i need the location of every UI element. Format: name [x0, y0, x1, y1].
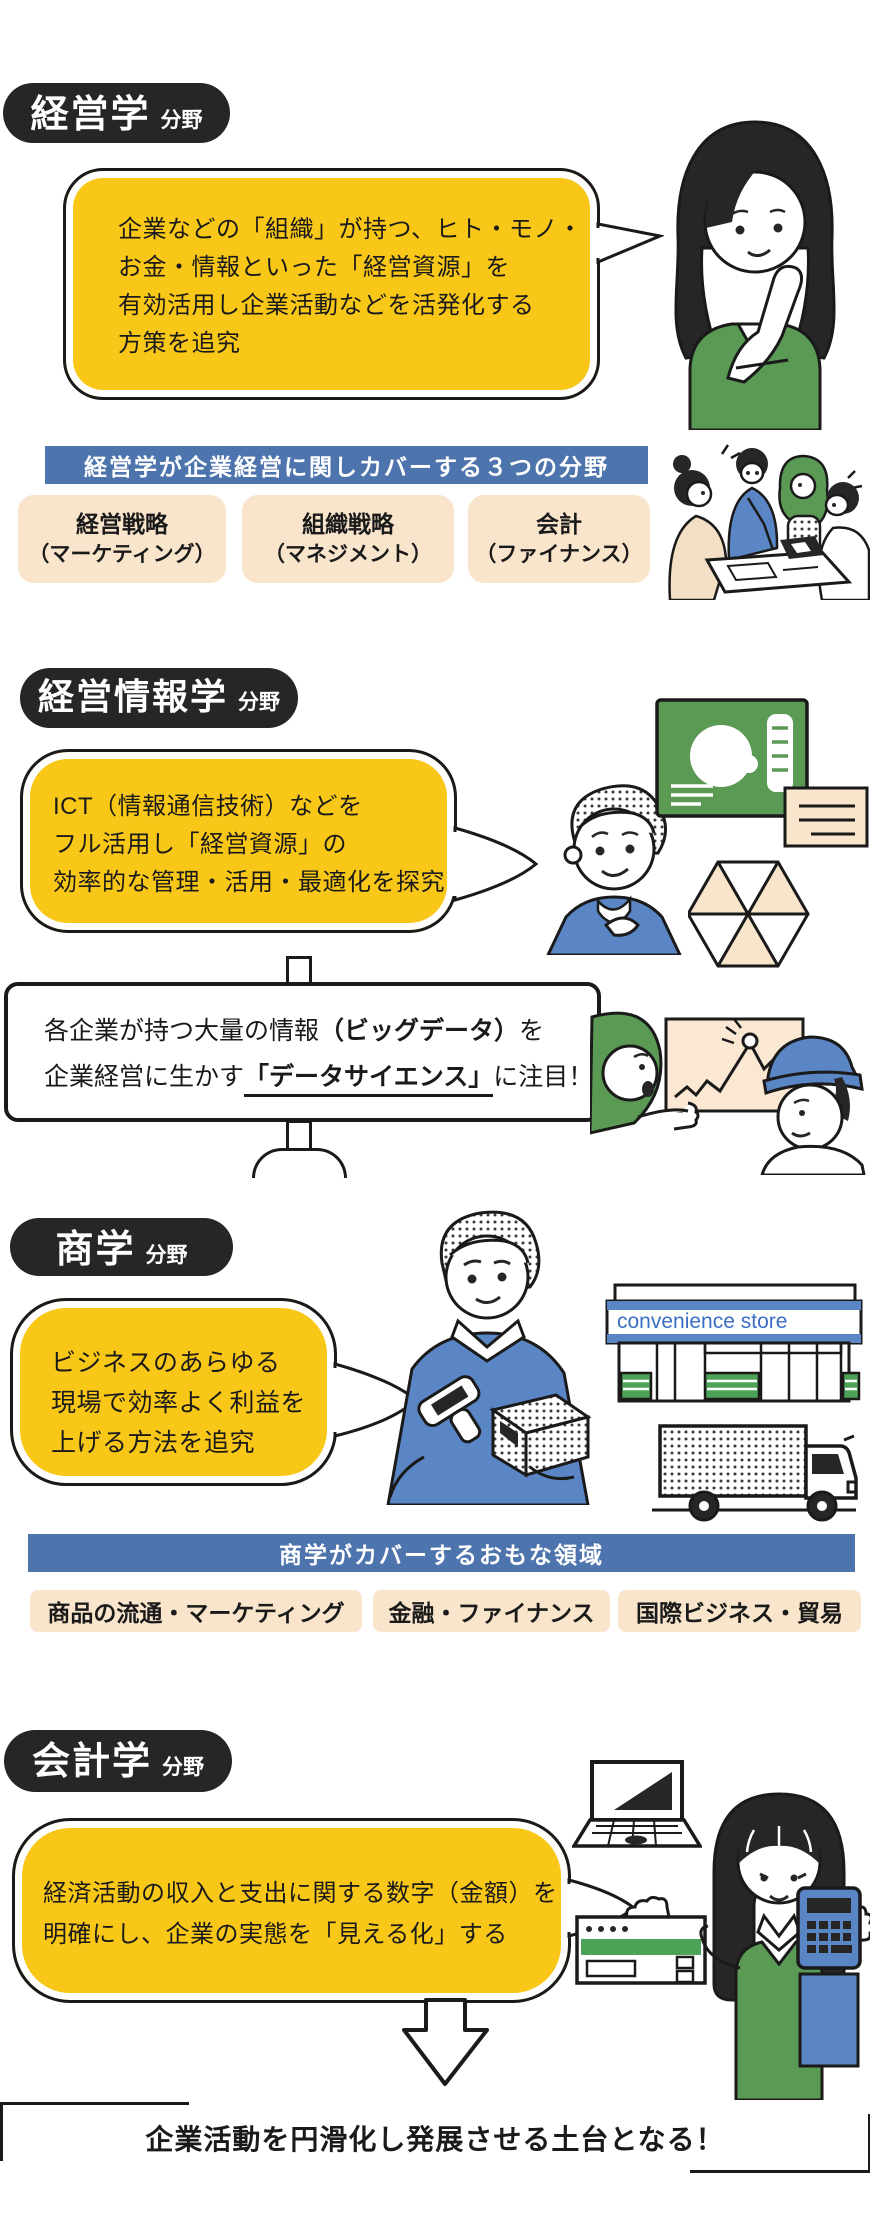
monitor-note: 各企業が持つ大量の情報（ビッグデータ）を 企業経営に生かす「データサイエンス」に…	[4, 982, 601, 1122]
bubble-line: ビジネスのあらゆる	[51, 1349, 281, 1377]
thinking-boy-icon	[546, 784, 682, 955]
laptop-icon	[572, 1760, 702, 1848]
down-arrow-icon	[402, 1998, 489, 2086]
bubble-line: 効率的な管理・活用・最適化を探究	[53, 869, 445, 896]
section-suffix: 分野	[145, 1244, 188, 1267]
convenience-store-icon: convenience store	[605, 1283, 863, 1403]
box-sub: （ファイナンス）	[475, 543, 643, 566]
bubble-line: フル活用し「経営資源」の	[53, 831, 347, 858]
bar-title: 経営学が企業経営に関しカバーする３つの分野	[84, 454, 609, 480]
field-box-strategy: 経営戦略 （マーケティング）	[18, 495, 226, 583]
box-title: 経営戦略	[76, 511, 168, 537]
section-title: 経営情報学	[37, 676, 228, 717]
speech-bubble-keieigaku: 企業などの「組織」が持つ、ヒト・モノ・ お金・情報といった「経営資源」を 有効活…	[63, 168, 600, 400]
accountant-woman-icon	[699, 1792, 870, 2100]
hexagon-chart-icon	[688, 860, 810, 968]
section-suffix: 分野	[160, 109, 203, 132]
coverage-bar-keieigaku: 経営学が企業経営に関しカバーする３つの分野	[45, 446, 648, 484]
barcode-scanner-man-icon	[386, 1210, 592, 1505]
coverage-bar-shogaku: 商学がカバーするおもな領域	[28, 1534, 855, 1572]
bubble-line: 企業などの「組織」が持つ、ヒト・モノ・	[118, 216, 583, 243]
bubble-line: 現場で効率よく利益を	[51, 1389, 307, 1417]
bubble-line: 上げる方法を追究	[51, 1429, 256, 1457]
section-header-shogaku: 商学 分野	[10, 1218, 233, 1276]
bubble-tail-icon	[450, 826, 539, 902]
section-suffix: 分野	[238, 691, 280, 714]
section-title: 商学	[55, 1229, 136, 1271]
box-sub: （マネジメント）	[264, 543, 432, 566]
monitor-stand-top	[286, 956, 312, 986]
monitor-base	[252, 1148, 347, 1178]
conclusion-text: 企業活動を円滑化し発展させる土台となる！	[145, 2124, 725, 2155]
section-title: 経営学	[30, 94, 151, 136]
field-box-accounting: 会計 （ファイナンス）	[468, 495, 650, 583]
delivery-truck-icon	[652, 1424, 858, 1522]
bubble-line: ICT（情報通信技術）などを	[53, 793, 363, 820]
section-header-joho: 経営情報学 分野	[20, 668, 298, 728]
speech-bubble-shogaku: ビジネスのあらゆる 現場で効率よく利益を 上げる方法を追究	[10, 1298, 337, 1486]
box-title: 会計	[536, 511, 582, 537]
field-box-organization: 組織戦略 （マネジメント）	[242, 495, 454, 583]
bubble-line: 方策を追究	[118, 330, 241, 357]
area-box-distribution: 商品の流通・マーケティング	[30, 1590, 362, 1632]
box-title: 国際ビジネス・貿易	[636, 1600, 843, 1626]
presentation-board-icon	[655, 698, 869, 848]
corner-bracket-bottom-right	[690, 2114, 870, 2173]
section-suffix: 分野	[162, 1756, 204, 1779]
bubble-line: お金・情報といった「経営資源」を	[118, 254, 510, 281]
bubble-tail-icon	[594, 222, 664, 265]
area-box-finance: 金融・ファイナンス	[373, 1590, 610, 1632]
bubble-line: 明確にし、企業の実態を「見える化」する	[43, 1921, 508, 1948]
note-card-icon	[783, 786, 869, 848]
store-sign-text: convenience store	[617, 1310, 787, 1333]
box-title: 商品の流通・マーケティング	[47, 1600, 345, 1626]
section-title: 会計学	[31, 1741, 152, 1783]
section-header-keieigaku: 経営学 分野	[3, 83, 230, 143]
box-title: 金融・ファイナンス	[388, 1600, 595, 1626]
area-box-trade: 国際ビジネス・貿易	[618, 1590, 861, 1632]
monitor-line-1: 各企業が持つ大量の情報（ビッグデータ）を	[44, 1017, 545, 1045]
chart-discussion-icon	[590, 1011, 866, 1175]
speech-bubble-joho: ICT（情報通信技術）などを フル活用し「経営資源」の 効率的な管理・活用・最適…	[20, 749, 457, 933]
box-title: 組織戦略	[302, 511, 394, 537]
speech-bubble-kaikei: 経済活動の収入と支出に関する数字（金額）を 明確にし、企業の実態を「見える化」す…	[12, 1818, 571, 2003]
thinking-woman-icon	[674, 120, 836, 430]
team-meeting-icon	[668, 444, 870, 600]
bubble-line: 経済活動の収入と支出に関する数字（金額）を	[43, 1880, 558, 1907]
section-header-kaikei: 会計学 分野	[4, 1730, 232, 1792]
monitor-line-2: 企業経営に生かす「データサイエンス」に注目！	[44, 1054, 593, 1100]
receipt-printer-icon	[575, 1895, 707, 1985]
corner-bracket-top-left	[0, 2102, 189, 2161]
bar-title: 商学がカバーするおもな領域	[279, 1542, 604, 1568]
box-sub: （マーケティング）	[28, 543, 216, 566]
bubble-line: 有効活用し企業活動などを活発化する	[118, 292, 535, 319]
